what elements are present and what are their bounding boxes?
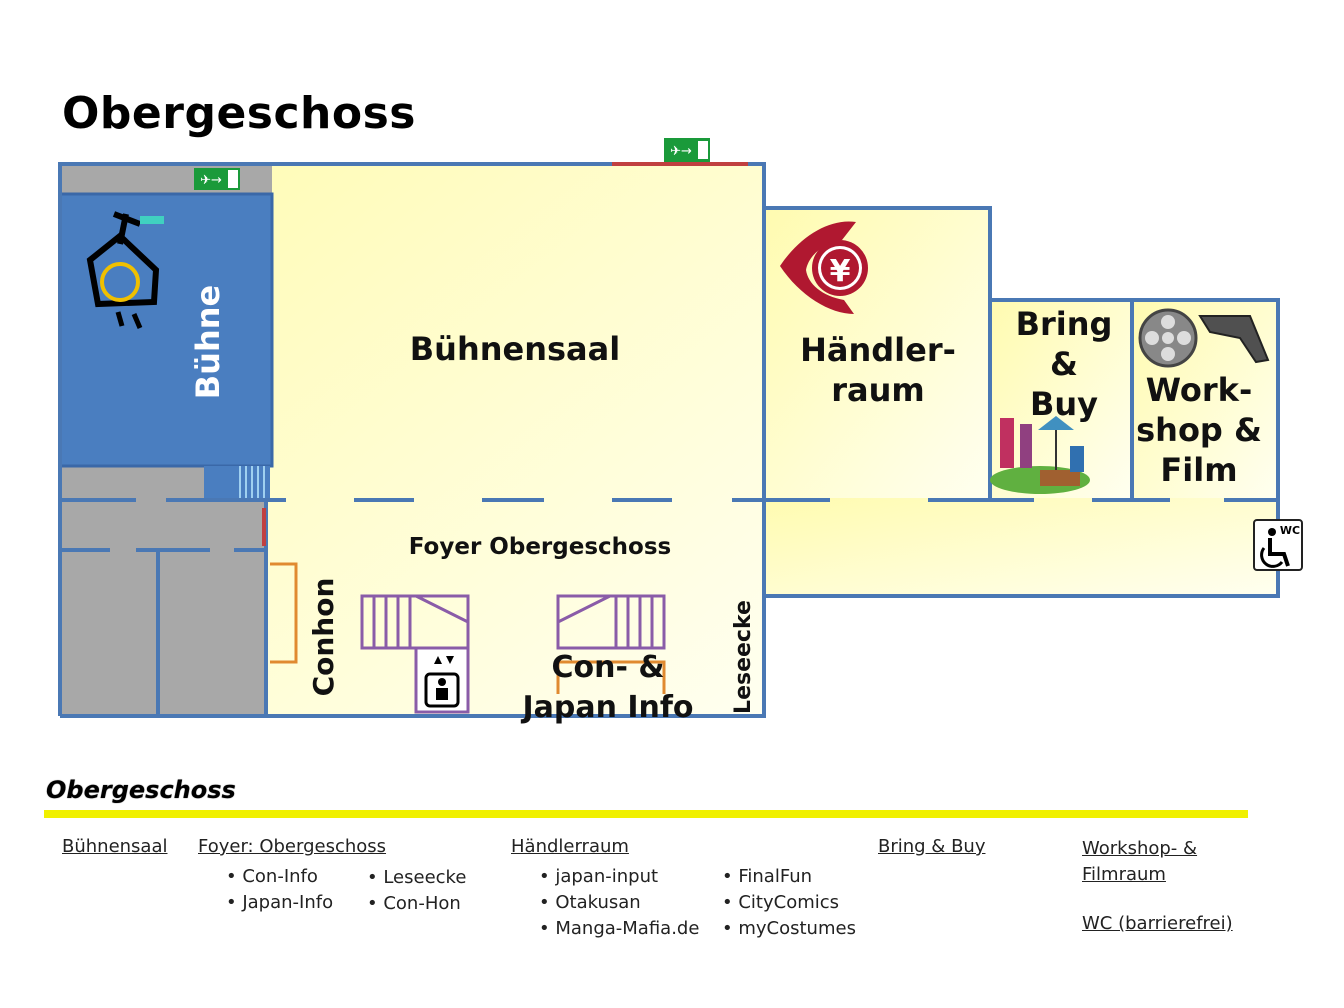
foyer-label: Foyer Obergeschoss xyxy=(408,534,672,560)
svg-text:WC: WC xyxy=(1280,524,1300,537)
info-label-line: Con- & xyxy=(551,650,665,685)
legend-divider xyxy=(44,810,1248,818)
legend-foyer-list-2: Leseecke Con-Hon xyxy=(367,865,466,917)
workshop-label: Work- shop & Film xyxy=(1134,370,1264,490)
legend-bring-buy[interactable]: Bring & Buy xyxy=(878,836,986,857)
legend-workshop[interactable]: Workshop- & Filmraum xyxy=(1082,838,1198,885)
elevator-icon xyxy=(414,646,470,714)
bring-buy-label-line: Bring xyxy=(1015,305,1113,343)
yen-coin-icon: ¥ xyxy=(780,221,868,314)
legend-dealer-list: japan-input Otakusan Manga-Mafia.de xyxy=(539,864,699,942)
conhon-desk xyxy=(270,562,298,664)
emergency-exit-sign: ✈→ xyxy=(664,138,710,162)
legend-foyer-list: Con-Info Japan-Info xyxy=(226,864,333,916)
reading-corner-label: Leseecke xyxy=(731,600,756,714)
stage-hall-label: Bühnensaal xyxy=(409,330,621,368)
foyer-divider xyxy=(60,498,1278,552)
legend-dealer-room[interactable]: Händlerraum xyxy=(511,836,629,857)
stage-label: Bühne xyxy=(189,284,227,400)
backstage-top xyxy=(60,164,272,194)
bring-buy-label-line: Buy xyxy=(1029,385,1099,423)
legend-stage-hall[interactable]: Bühnensaal xyxy=(62,836,168,857)
info-desk xyxy=(556,660,666,694)
list-item: CityComics xyxy=(722,890,856,916)
svg-text:✈→: ✈→ xyxy=(200,173,222,188)
legend-heading: Obergeschoss xyxy=(46,776,236,804)
bring-buy-label: Bring & Buy xyxy=(994,304,1134,424)
stage-area xyxy=(58,192,274,468)
list-item: myCostumes xyxy=(722,916,856,942)
legend-foyer[interactable]: Foyer: Obergeschoss xyxy=(198,836,387,857)
bring-buy-label-line: & xyxy=(1050,345,1078,383)
flea-market-icon xyxy=(990,416,1090,494)
workshop-label-line: Film xyxy=(1160,451,1238,489)
wheelchair-wc-icon: WC xyxy=(1253,519,1303,571)
info-label-line: Japan Info xyxy=(522,690,694,725)
list-item: Otakusan xyxy=(539,890,699,916)
workshop-label-line: Work- xyxy=(1145,371,1253,409)
staircase-right xyxy=(556,594,666,650)
list-item: Con-Info xyxy=(226,864,333,890)
stage-steps-area xyxy=(204,466,270,498)
emergency-exit-sign: ✈→ xyxy=(194,168,240,190)
page-title: Obergeschoss xyxy=(62,88,416,139)
list-item: Japan-Info xyxy=(226,890,333,916)
dealer-room-label-line: raum xyxy=(831,371,925,409)
stage-steps xyxy=(239,466,265,498)
info-label: Con- & Japan Info xyxy=(508,648,708,728)
list-item: japan-input xyxy=(539,864,699,890)
workshop-label-line: shop & xyxy=(1136,411,1262,449)
corridor-floor xyxy=(764,498,1278,596)
legend-wc[interactable]: WC (barrierefrei) xyxy=(1082,913,1233,934)
svg-text:¥: ¥ xyxy=(830,254,851,289)
conhon-label: Conhon xyxy=(307,577,340,697)
dealer-room-label: Händler- raum xyxy=(780,330,976,410)
spotlight-icon xyxy=(86,211,164,329)
list-item: Con-Hon xyxy=(367,891,466,917)
svg-text:✈→: ✈→ xyxy=(670,144,692,159)
film-reel-icon xyxy=(1138,308,1270,368)
backstage-rooms xyxy=(60,466,266,716)
list-item: Leseecke xyxy=(367,865,466,891)
list-item: FinalFun xyxy=(722,864,856,890)
list-item: Manga-Mafia.de xyxy=(539,916,699,942)
legend-dealer-list-2: FinalFun CityComics myCostumes xyxy=(722,864,856,942)
dealer-room-label-line: Händler- xyxy=(800,331,956,369)
walls xyxy=(58,162,1280,718)
